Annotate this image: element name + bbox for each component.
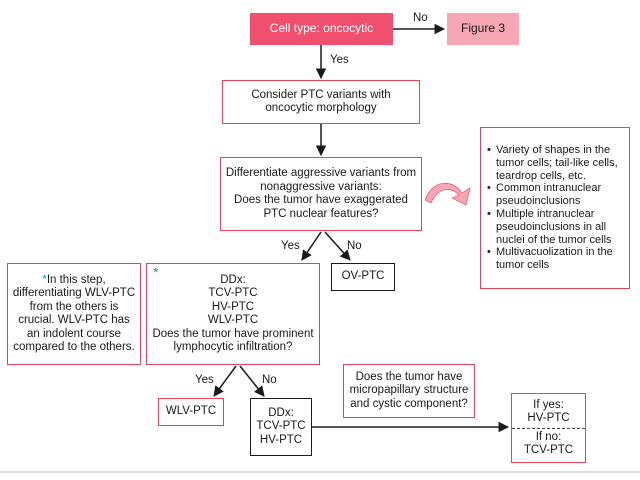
no-label-ov: No	[347, 240, 362, 252]
cell-type-node: Cell type: oncocytic	[250, 13, 393, 45]
yes-label-ddx1: Yes	[281, 240, 300, 252]
feature-item: Variety of shapes in the tumor cells; ta…	[487, 144, 623, 182]
ddx1-node: DDx: TCV-PTC HV-PTC WLV-PTC Does the tum…	[146, 263, 320, 365]
no-label-ddx2: No	[262, 374, 277, 386]
note-star: *	[42, 273, 47, 286]
yes-label-wlv: Yes	[195, 374, 214, 386]
final-node: If yes: HV-PTC If no: TCV-PTC	[511, 393, 586, 463]
feature-item: Common intranuclear pseudoinclusions	[487, 182, 623, 208]
final-divider	[512, 427, 585, 429]
micro-node: Does the tumor have micropapillary struc…	[343, 364, 475, 418]
arrow-diff-to-ov	[324, 231, 351, 261]
arrow-diff-to-ddx1	[301, 231, 322, 261]
cell-type-text: Cell type: oncocytic	[269, 21, 374, 36]
ddx2-node: DDx: TCV-PTC HV-PTC	[250, 398, 312, 456]
yes-label-consider: Yes	[330, 54, 349, 66]
figure3-node: Figure 3	[447, 13, 519, 45]
no-label-figure3: No	[413, 12, 428, 24]
differentiate-node: Differentiate aggressive variants from n…	[220, 157, 422, 231]
note-box: *In this step, differentiating WLV-PTC f…	[7, 263, 141, 365]
feature-item: Multiple intranuclear pseudoinclusions i…	[487, 208, 623, 246]
features-list: Variety of shapes in the tumor cells; ta…	[487, 144, 623, 272]
wlv-ptc-node: WLV-PTC	[158, 398, 224, 426]
feature-item: Multivacuolization in the tumor cells	[487, 246, 623, 272]
consider-node: Consider PTC variants with oncocytic mor…	[222, 80, 420, 124]
arrow-ddx1-to-wlv	[213, 365, 237, 397]
curved-pointer-arrow	[424, 183, 471, 206]
arrow-ddx1-to-ddx2	[239, 365, 265, 397]
ov-ptc-node: OV-PTC	[331, 263, 395, 291]
figure3-text: Figure 3	[460, 21, 506, 36]
ddx1-star: *	[153, 264, 159, 280]
features-box: Variety of shapes in the tumor cells; ta…	[480, 127, 630, 289]
